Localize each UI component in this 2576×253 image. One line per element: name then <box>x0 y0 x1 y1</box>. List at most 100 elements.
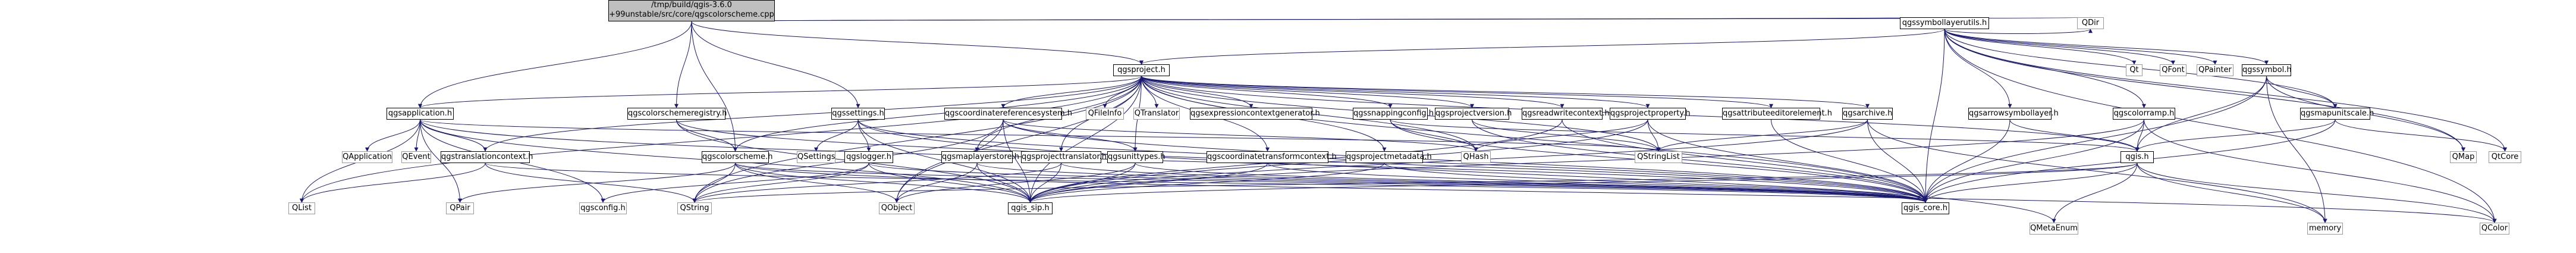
node-qsettings[interactable]: QSettings <box>797 151 835 163</box>
edge-qgsapplication-to-qapplication <box>365 119 420 152</box>
node-qfileinfo[interactable]: QFileInfo <box>1086 108 1124 120</box>
node-qhash[interactable]: QHash <box>1461 151 1491 163</box>
node-qgscoordinatetransformcontext[interactable]: qgscoordinatetransformcontext.h <box>1207 151 1337 163</box>
edge-qgsmaplayerstore-to-qgis-core <box>976 163 1928 203</box>
edge-qgssymbollayerutils-to-qcolor <box>1944 29 2497 223</box>
edge-qgsprojectmetadata-to-qgis-core <box>1384 163 1928 203</box>
node-qgsmapunitscale[interactable]: qgsmapunitscale.h <box>2300 108 2374 120</box>
node-qgssnappingconfig[interactable]: qgssnappingconfig.h <box>1353 108 1434 120</box>
node-qgsexpressioncontextgenerator[interactable]: qgsexpressioncontextgenerator.h <box>1190 108 1320 120</box>
node-qmap[interactable]: QMap <box>2450 151 2477 163</box>
node-qgscoordinatereferencesystem[interactable]: qgscoordinatereferencesystem.h <box>944 108 1072 120</box>
node-qgssymbollayerutils[interactable]: qgssymbollayerutils.h <box>1900 17 1989 29</box>
node-qt[interactable]: Qt <box>2126 64 2143 76</box>
node-qgstranslationcontext[interactable]: qgstranslationcontext.h <box>441 151 533 163</box>
edge-qgslogger-to-qgis-sip <box>868 163 1032 203</box>
node-qgssymbol[interactable]: qgssymbol.h <box>2242 64 2292 76</box>
node-qevent[interactable]: QEvent <box>401 151 431 163</box>
edge-qgssymbol-to-memory <box>2266 76 2327 223</box>
edge-focus-node-to-qgsproject <box>691 21 1144 65</box>
edge-qgscolorscheme-to-qobject <box>735 163 899 203</box>
node-qtranslator[interactable]: QTranslator <box>1133 108 1180 120</box>
node-qfont[interactable]: QFont <box>2160 64 2187 76</box>
node-qpainter[interactable]: QPainter <box>2197 64 2233 76</box>
node-qmetaenum[interactable]: QMetaEnum <box>2030 223 2078 235</box>
edge-qgscolorschemeregistry-to-qgscolorscheme <box>676 119 737 152</box>
node-qgis-core[interactable]: qgis_core.h <box>1902 202 1949 214</box>
edge-qgsmaplayerstore-to-qgis-sip <box>976 163 1032 203</box>
node-qobject[interactable]: QObject <box>879 202 915 214</box>
edge-qgscolorscheme-to-qgis-core <box>735 163 1928 203</box>
node-qgsreadwritecontext[interactable]: qgsreadwritecontext.h <box>1522 108 1610 120</box>
node-qgsprojecttranslator[interactable]: qgsprojecttranslator.h <box>1021 151 1107 163</box>
node-qdir[interactable]: QDir <box>2077 17 2104 29</box>
edge-qgsapplication-to-qgstranslationcontext <box>420 119 488 152</box>
edge-qgsprojectversion-to-qstringlist <box>1472 119 1661 152</box>
edge-qgsproject-to-qgsprojectversion <box>1141 76 1474 108</box>
edge-qgsproject-to-qgscoordinatereferencesystem <box>1001 76 1142 108</box>
node-qgsconfig[interactable]: qgsconfig.h <box>579 202 627 214</box>
node-qgssettings[interactable]: qgssettings.h <box>831 108 885 120</box>
edge-qgsproject-to-qstring <box>692 76 1142 203</box>
edge-qgscoordinatereferencesystem-to-qhash <box>1003 119 1478 152</box>
edge-qgstranslationcontext-to-qlist <box>300 163 486 203</box>
node-qlist[interactable]: QList <box>288 202 315 214</box>
edge-qgscolorscheme-to-qstring <box>692 163 736 203</box>
edge-qgsarchive-to-qgis-core <box>1867 119 1928 203</box>
edge-qgsproject-to-qgsprojectproperty <box>1141 76 1650 108</box>
focus-node: /tmp/build/qgis-3.6.0 +99unstable/src/co… <box>608 0 775 21</box>
edge-qgsproject-to-qgsexpressioncontextgenerator <box>1141 76 1254 108</box>
edge-qgsprojectproperty-to-qgis-core <box>1647 119 1928 203</box>
node-qgsunittypes[interactable]: qgsunittypes.h <box>1107 151 1166 163</box>
edge-qgssymbollayerutils-to-qgssymbol <box>1944 29 2269 65</box>
edge-qgssnappingconfig-to-qgis-h <box>1390 119 2140 152</box>
edge-qgsreadwritecontext-to-qgis-core <box>1562 119 1928 203</box>
node-qstringlist[interactable]: QStringList <box>1635 151 1682 163</box>
edge-qgsmaplayerstore-to-qobject <box>894 163 978 203</box>
edge-qgssettings-to-qmetaenum <box>857 119 2056 223</box>
edge-qgscoordinatereferencesystem-to-qgsunittypes <box>1003 119 1138 152</box>
edge-qgsmapunitscale-to-qtcore <box>2335 119 2507 152</box>
node-qpair[interactable]: QPair <box>446 202 474 214</box>
focus-label-line2: +99unstable/src/core/qgscolorscheme.cpp <box>609 10 774 19</box>
edge-qgis-h-to-qcolor <box>2137 163 2497 223</box>
node-qgscolorscheme[interactable]: qgscolorscheme.h <box>702 151 772 163</box>
edge-qgssymbol-to-qgis-h <box>2135 76 2267 152</box>
edge-qgssymbol-to-qgis-core <box>1923 76 2267 203</box>
edge-qgsproject-to-qlist <box>300 76 1142 203</box>
edge-qgsapplication-to-qpair <box>420 119 462 203</box>
edge-qgssettings-to-qsettings <box>814 119 859 152</box>
node-qcolor[interactable]: QColor <box>2480 223 2509 235</box>
edge-qgis-h-to-qgis-core <box>1923 163 2138 203</box>
node-memory[interactable]: memory <box>2307 223 2343 235</box>
node-qgsarchive[interactable]: qgsarchive.h <box>1842 108 1893 120</box>
node-qgis-h[interactable]: qgis.h <box>2121 151 2154 163</box>
edge-qgsproject-to-qgis-core <box>1141 76 1928 203</box>
edge-qgis-h-to-qmetaenum <box>2052 163 2138 223</box>
edge-qgsprojecttranslator-to-qgis-sip <box>1028 163 1061 203</box>
node-qgsmaplayerstore[interactable]: qgsmaplayerstore.h <box>941 151 1019 163</box>
node-qgsprojectproperty[interactable]: qgsprojectproperty.h <box>1610 108 1691 120</box>
edge-qgscoordinatereferencesystem-to-qgis-sip <box>1003 119 1032 203</box>
node-qapplication[interactable]: QApplication <box>342 151 392 163</box>
edge-qgssymbollayerutils-to-qfont <box>1944 29 2175 65</box>
edge-qgscolorscheme-to-qcolor <box>735 163 2497 223</box>
edge-focus-node-to-qgssettings <box>691 21 860 108</box>
node-qgsprojectversion[interactable]: qgsprojectversion.h <box>1435 108 1512 120</box>
node-qgsproject[interactable]: qgsproject.h <box>1113 64 1170 76</box>
edge-qgsproject-to-qobject <box>894 76 1142 203</box>
node-qgsapplication[interactable]: qgsapplication.h <box>387 108 454 120</box>
node-qgsattributeeditorelement[interactable]: qgsattributeeditorelement.h <box>1722 108 1832 120</box>
node-qgslogger[interactable]: qgslogger.h <box>844 151 893 163</box>
node-qstring[interactable]: QString <box>677 202 712 214</box>
node-qgis-sip[interactable]: qgis_sip.h <box>1008 202 1053 214</box>
node-qgsprojectmetadata[interactable]: qgsprojectmetadata.h <box>1346 151 1432 163</box>
node-qgscolorschemeregistry[interactable]: qgscolorschemeregistry.h <box>627 108 727 120</box>
edge-qgsunittypes-to-qobject <box>894 163 1136 203</box>
node-qgsarrowsymbollayer[interactable]: qgsarrowsymbollayer.h <box>1968 108 2059 120</box>
node-qgscolorramp[interactable]: qgscolorramp.h <box>2113 108 2175 120</box>
node-qtcore[interactable]: QtCore <box>2489 151 2521 163</box>
edge-qgsprojecttranslator-to-qgis-core <box>1061 163 1928 203</box>
edge-qgsmapunitscale-to-qgis-h <box>2135 119 2336 152</box>
